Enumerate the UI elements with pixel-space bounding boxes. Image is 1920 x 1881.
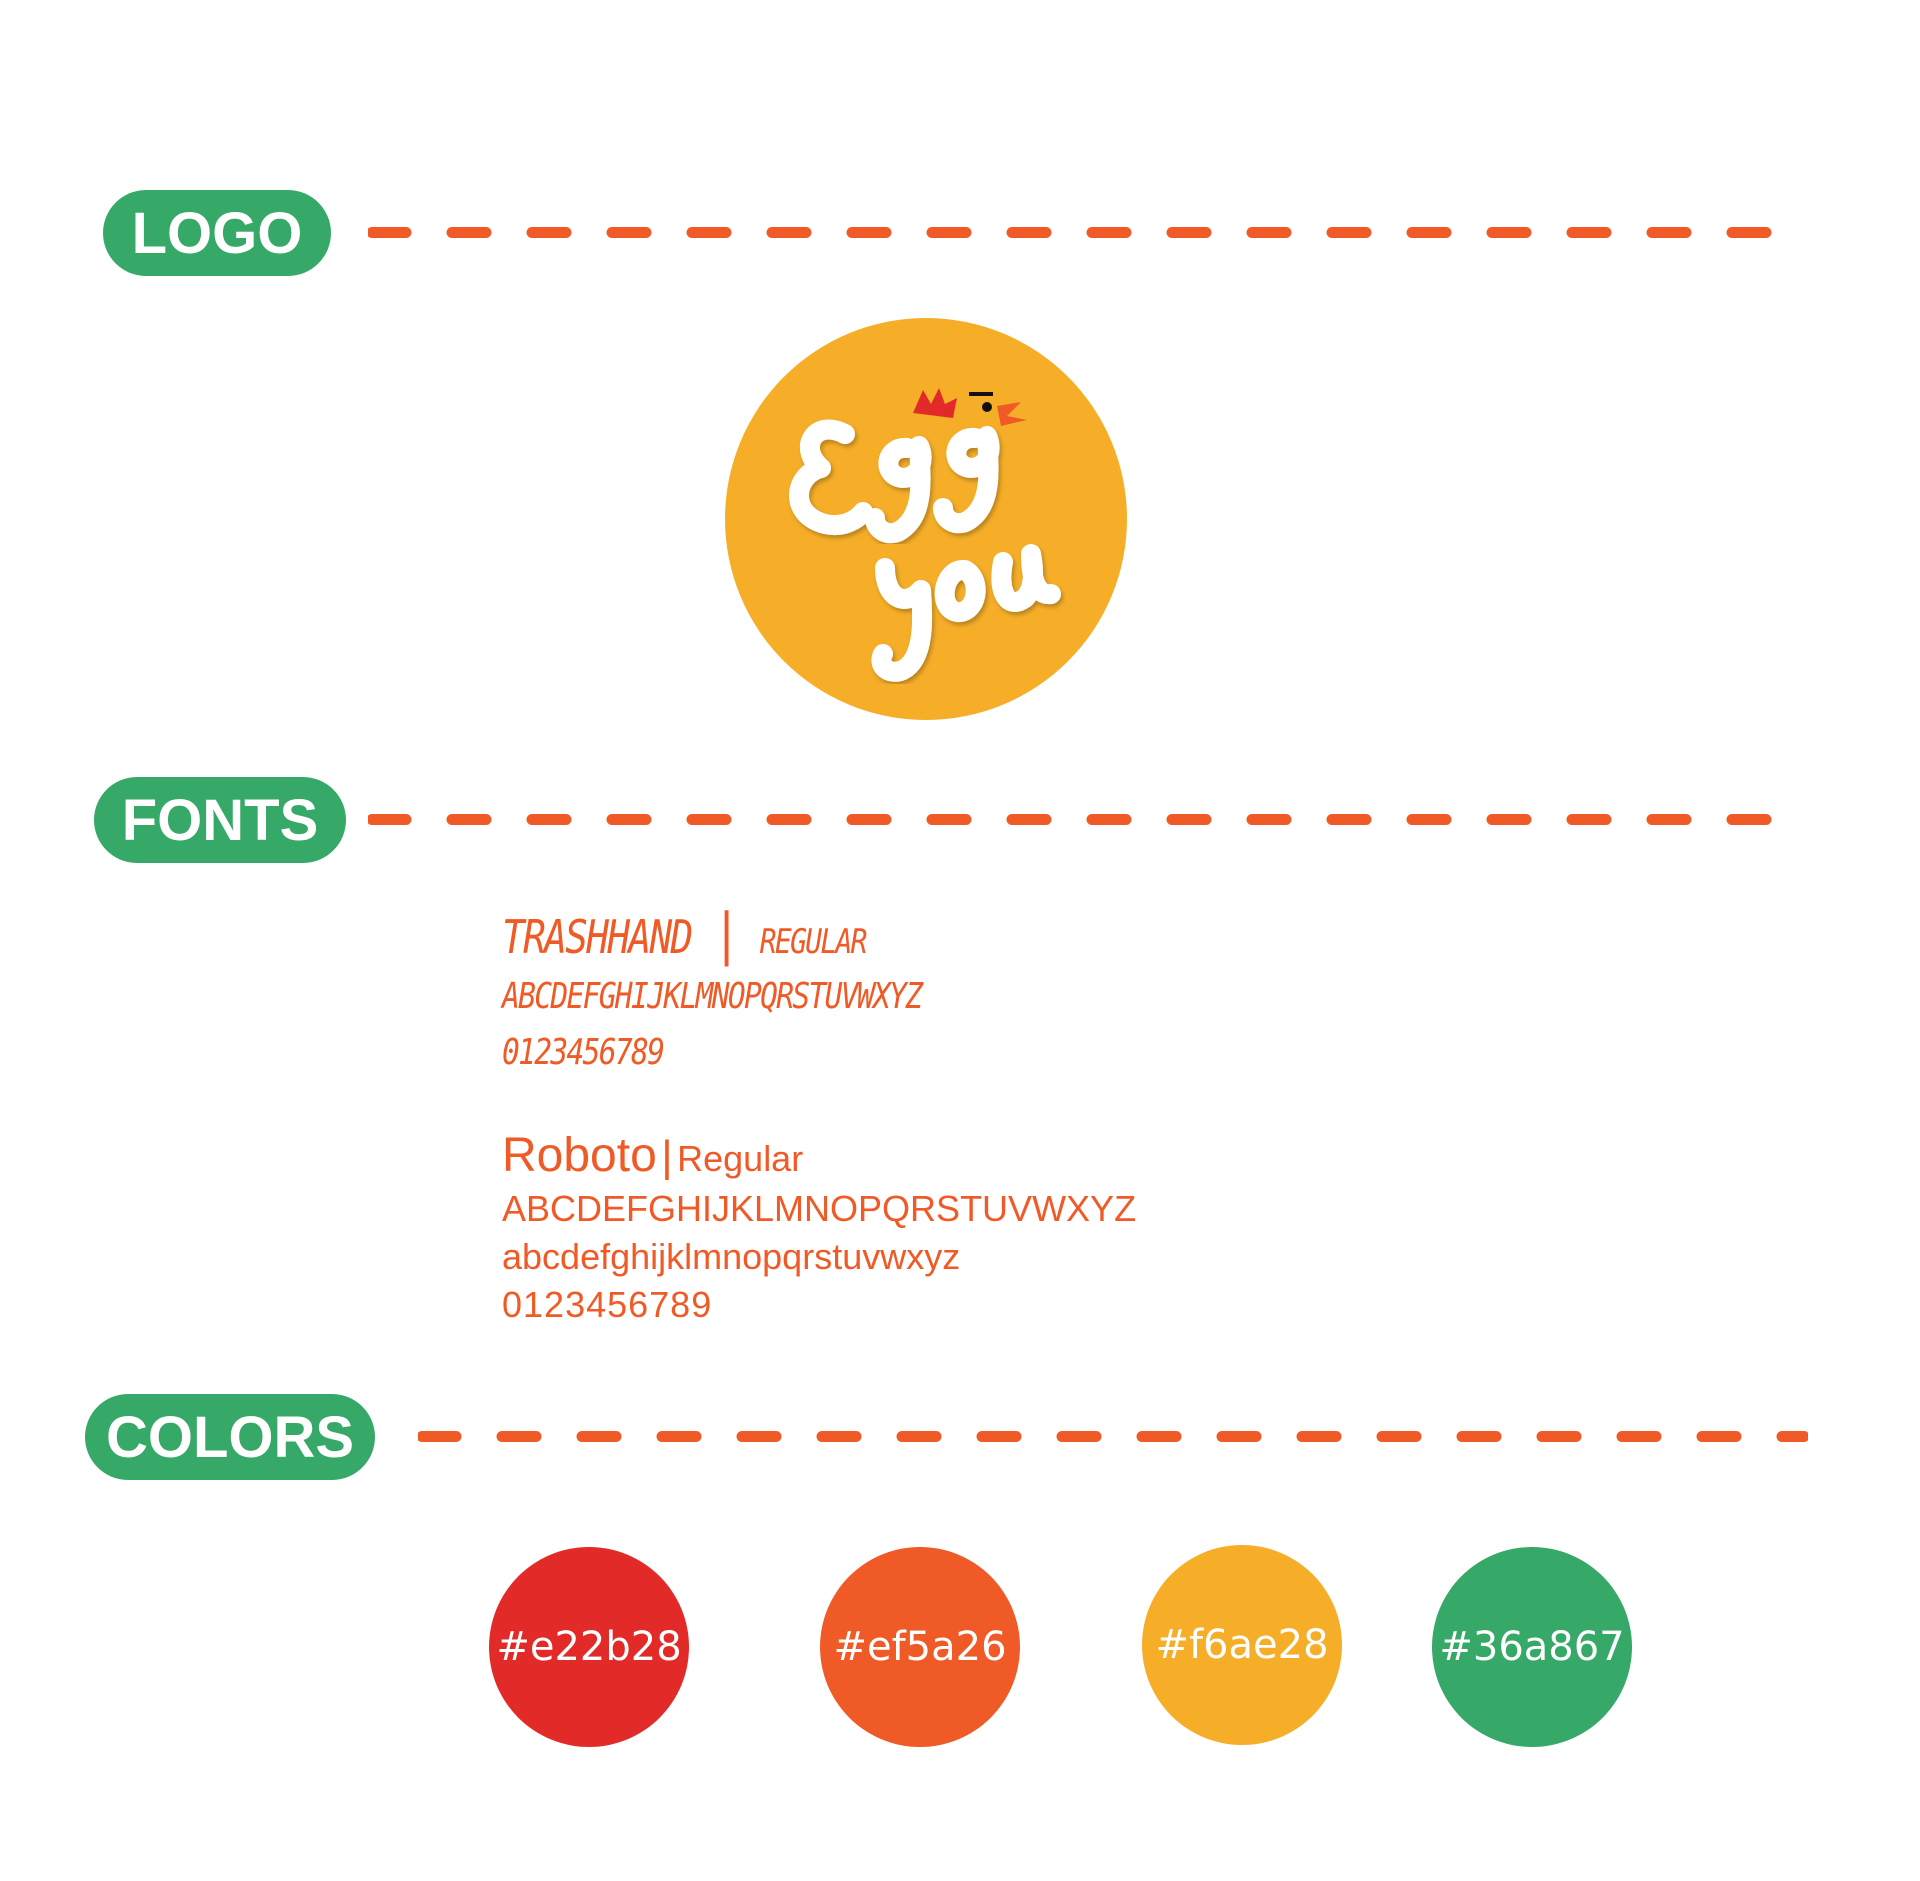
- section-label-colors-text: COLORS: [105, 1404, 355, 1470]
- section-label-logo: LOGO: [103, 190, 331, 276]
- color-swatch-yellow-hex: #f6ae28: [1155, 1622, 1329, 1668]
- trashhand-digits-sample: 0123456789: [502, 1032, 665, 1073]
- color-swatch-red: #e22b28: [489, 1547, 689, 1747]
- trashhand-weight: REGULAR: [759, 922, 868, 962]
- trashhand-heading: TRASHHAND | REGULAR: [502, 905, 1022, 965]
- trashhand-font-name: TRASHHAND: [502, 910, 693, 964]
- section-label-fonts: FONTS: [94, 777, 346, 863]
- roboto-lowercase-sample: abcdefghijklmnopqrstuvwxyz: [502, 1236, 961, 1277]
- color-swatch-green-hex: #36a867: [1439, 1624, 1625, 1670]
- section-label-fonts-text: FONTS: [121, 787, 319, 853]
- egg-you-logo-artwork: [789, 388, 1061, 682]
- section-divider-fonts: [368, 814, 1808, 825]
- chicken-beak-icon: [997, 402, 1027, 426]
- roboto-weight: Regular: [677, 1138, 804, 1179]
- color-swatch-green: #36a867: [1432, 1547, 1632, 1747]
- brand-logo: [725, 318, 1127, 720]
- roboto-separator: |: [661, 1132, 673, 1181]
- section-divider-logo: [368, 227, 1808, 238]
- chicken-eyebrow-icon: [969, 392, 993, 396]
- section-label-colors: COLORS: [85, 1394, 375, 1480]
- color-swatch-orange: #ef5a26: [820, 1547, 1020, 1747]
- egg-wordmark: [789, 419, 1000, 544]
- section-label-logo-text: LOGO: [131, 200, 303, 266]
- chicken-comb-icon: [913, 388, 957, 418]
- font-specimens: TRASHHAND | REGULAR ABCDEFGHIJKLMNOPQRST…: [502, 905, 1136, 1329]
- you-wordmark: [871, 544, 1061, 682]
- chicken-eye-icon: [982, 402, 992, 412]
- section-divider-colors: [418, 1431, 1808, 1442]
- color-swatch-orange-hex: #ef5a26: [833, 1624, 1007, 1670]
- color-swatch-red-hex: #e22b28: [496, 1624, 682, 1670]
- trashhand-uppercase-sample: ABCDEFGHIJKLMNOPQRSTUVWXYZ: [502, 976, 923, 1017]
- trashhand-separator: |: [712, 902, 741, 967]
- roboto-digits-sample: 0123456789: [502, 1284, 713, 1325]
- roboto-heading: Roboto | Regular: [502, 1127, 1136, 1185]
- roboto-uppercase-sample: ABCDEFGHIJKLMNOPQRSTUVWXYZ: [502, 1188, 1137, 1229]
- color-swatch-yellow: #f6ae28: [1142, 1545, 1342, 1745]
- roboto-font-name: Roboto: [502, 1129, 657, 1182]
